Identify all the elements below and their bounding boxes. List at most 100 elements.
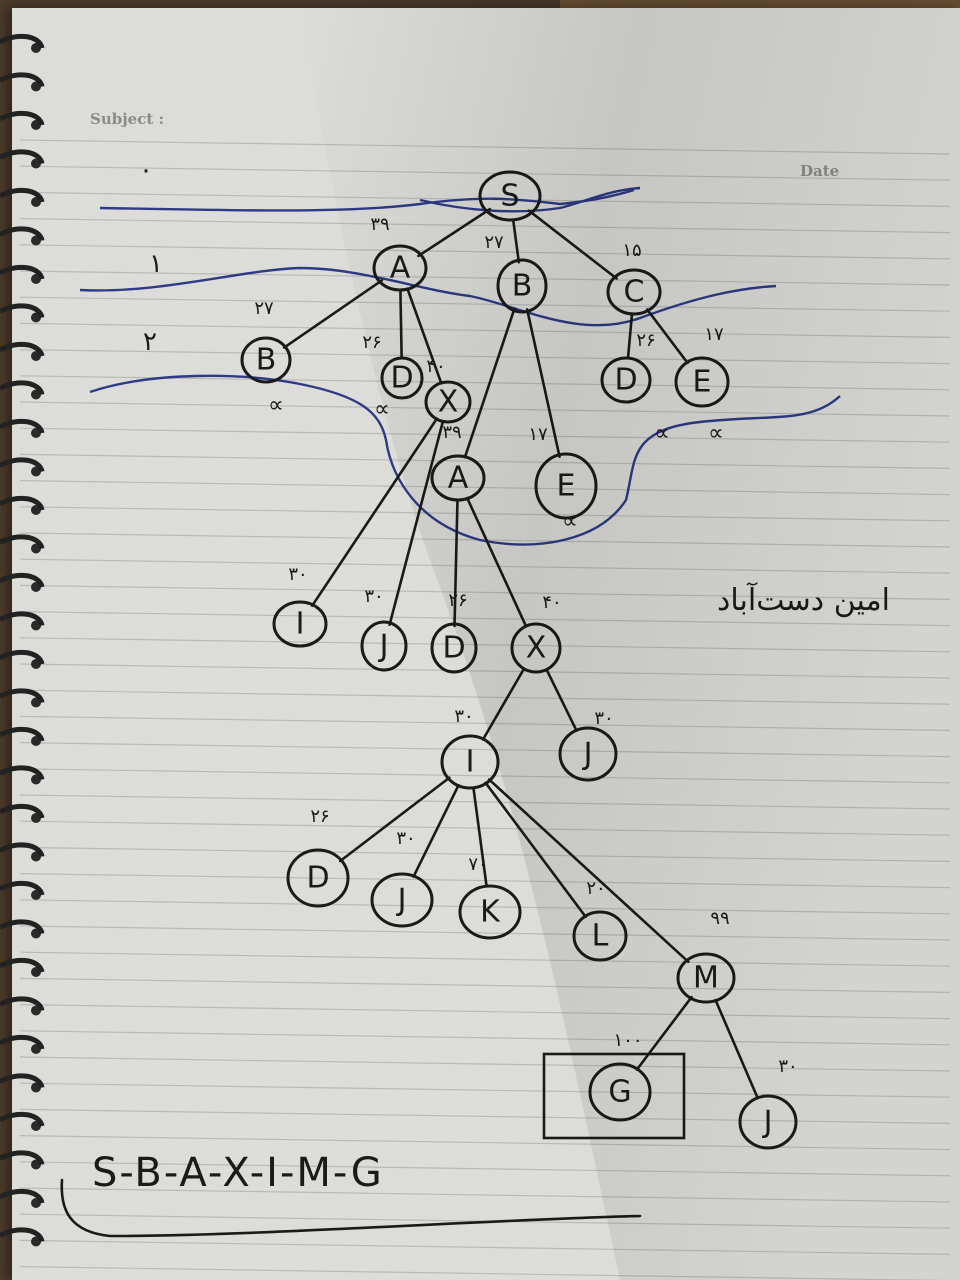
spiral-ring [0, 572, 45, 592]
ruled-line [19, 689, 951, 705]
ruled-line [19, 349, 951, 365]
spiral-ring [0, 264, 45, 284]
node-label: S [500, 179, 519, 214]
spiral-ring [0, 534, 45, 554]
node-label: D [306, 861, 329, 896]
node-weight: ١٧ [528, 424, 548, 445]
spiral-ring [0, 649, 45, 669]
ruled-line [19, 977, 951, 993]
ruled-line [19, 1030, 951, 1046]
pruned-mark-b: ∝ [268, 393, 284, 418]
node-weight: ٢۶ [362, 332, 381, 353]
node-label: A [448, 461, 469, 496]
spiral-ring [0, 1188, 45, 1208]
node-weight: ٣٠ [396, 828, 415, 849]
pruned-mark-e2: ∝ [562, 509, 578, 534]
ruled-line [19, 401, 951, 417]
spiral-ring [0, 688, 45, 708]
spiral-ring [0, 495, 45, 515]
level-2-label: ٢ [143, 327, 157, 357]
node-label: J [378, 629, 389, 664]
node-weight: ٢۶ [310, 806, 329, 827]
node-label: J [582, 737, 593, 772]
node-weight: ٣٠ [364, 586, 383, 607]
edge-i-d [338, 776, 451, 863]
node-label: J [396, 883, 407, 918]
tree-node-e: E١٧ [674, 324, 730, 408]
node-weight: ۴٠ [426, 356, 445, 377]
tree-node-j: J ٣٠ [370, 828, 434, 928]
pruned-mark-d2: ∝ [654, 421, 670, 446]
spiral-ring [0, 996, 45, 1016]
ruled-line [19, 1004, 951, 1020]
ruled-line [19, 558, 951, 574]
tree-edges [282, 207, 760, 1100]
node-label: D [614, 363, 637, 398]
tree-node-j: J٣٠ [558, 708, 618, 782]
node-label: C [624, 275, 645, 310]
node-label: X [526, 631, 547, 666]
node-weight: ٩٩ [710, 908, 729, 929]
node-weight: ٢۶ [636, 330, 655, 351]
node-weight: ١٠٠ [613, 1030, 642, 1051]
spiral-ring [0, 1227, 45, 1247]
node-label: B [256, 343, 277, 378]
edge-a-x [465, 496, 528, 628]
edge-s-c [527, 209, 618, 280]
node-weight: ٢۶ [448, 590, 467, 611]
node-label: E [557, 469, 576, 504]
tree-node-j: J٣٠ [738, 1056, 798, 1150]
edge-x-i [481, 667, 526, 741]
ruled-line [19, 453, 951, 469]
ruled-line [19, 742, 951, 758]
spiral-ring [0, 880, 45, 900]
node-label: E [693, 365, 712, 400]
node-circle [240, 336, 292, 384]
tree-node-d: D ٢۶ [362, 332, 424, 400]
author-name: امین دست‌آباد [717, 582, 890, 618]
edge-a-d [399, 288, 403, 360]
spiral-ring [0, 187, 45, 207]
node-weight: ٣٠ [778, 1056, 797, 1077]
node-label: M [693, 961, 719, 996]
ruled-line [19, 1082, 951, 1098]
ruled-line [19, 951, 951, 967]
ruled-line [19, 427, 951, 443]
node-weight: ٢٧ [484, 232, 504, 253]
node-weight: ٣٩ [442, 422, 461, 443]
node-label: I [466, 745, 475, 780]
node-label: L [592, 919, 609, 954]
spiral-ring [0, 1034, 45, 1054]
spiral-ring [0, 226, 45, 246]
spiral-ring [0, 418, 45, 438]
tree-node-s: S [478, 170, 542, 222]
level-0-label: ٠ [139, 155, 153, 185]
node-label: X [438, 385, 459, 420]
ruled-line [19, 663, 951, 679]
node-weight: ۴٠ [542, 592, 561, 613]
pruned-mark-e1: ∝ [708, 421, 724, 446]
ruled-line [19, 1108, 951, 1124]
tree-node-a: A٣٩ [370, 214, 428, 292]
ruled-line [19, 794, 951, 810]
tree-node-e: E ١٧ [528, 424, 598, 520]
node-weight: ٣٩ [370, 214, 389, 235]
node-weight: ٣٠ [454, 706, 473, 727]
node-label: B [512, 269, 533, 304]
result-path: S-B-A-X-I-M-G [92, 1150, 384, 1196]
tree-node-b: B٢٧ [240, 298, 292, 384]
spiral-ring [0, 110, 45, 130]
ruled-line [19, 480, 951, 496]
ruled-line [19, 715, 951, 731]
subject-label: Subject : [90, 110, 164, 128]
node-label: D [390, 361, 413, 396]
node-weight: ٢٠ [586, 878, 605, 899]
node-label: A [390, 251, 411, 286]
ruled-line [19, 322, 951, 338]
node-weight: ٧٠ [468, 854, 487, 875]
spiral-ring [0, 803, 45, 823]
pruned-mark-d: ∝ [374, 397, 390, 422]
spiral-ring [0, 957, 45, 977]
spiral-ring [0, 1150, 45, 1170]
